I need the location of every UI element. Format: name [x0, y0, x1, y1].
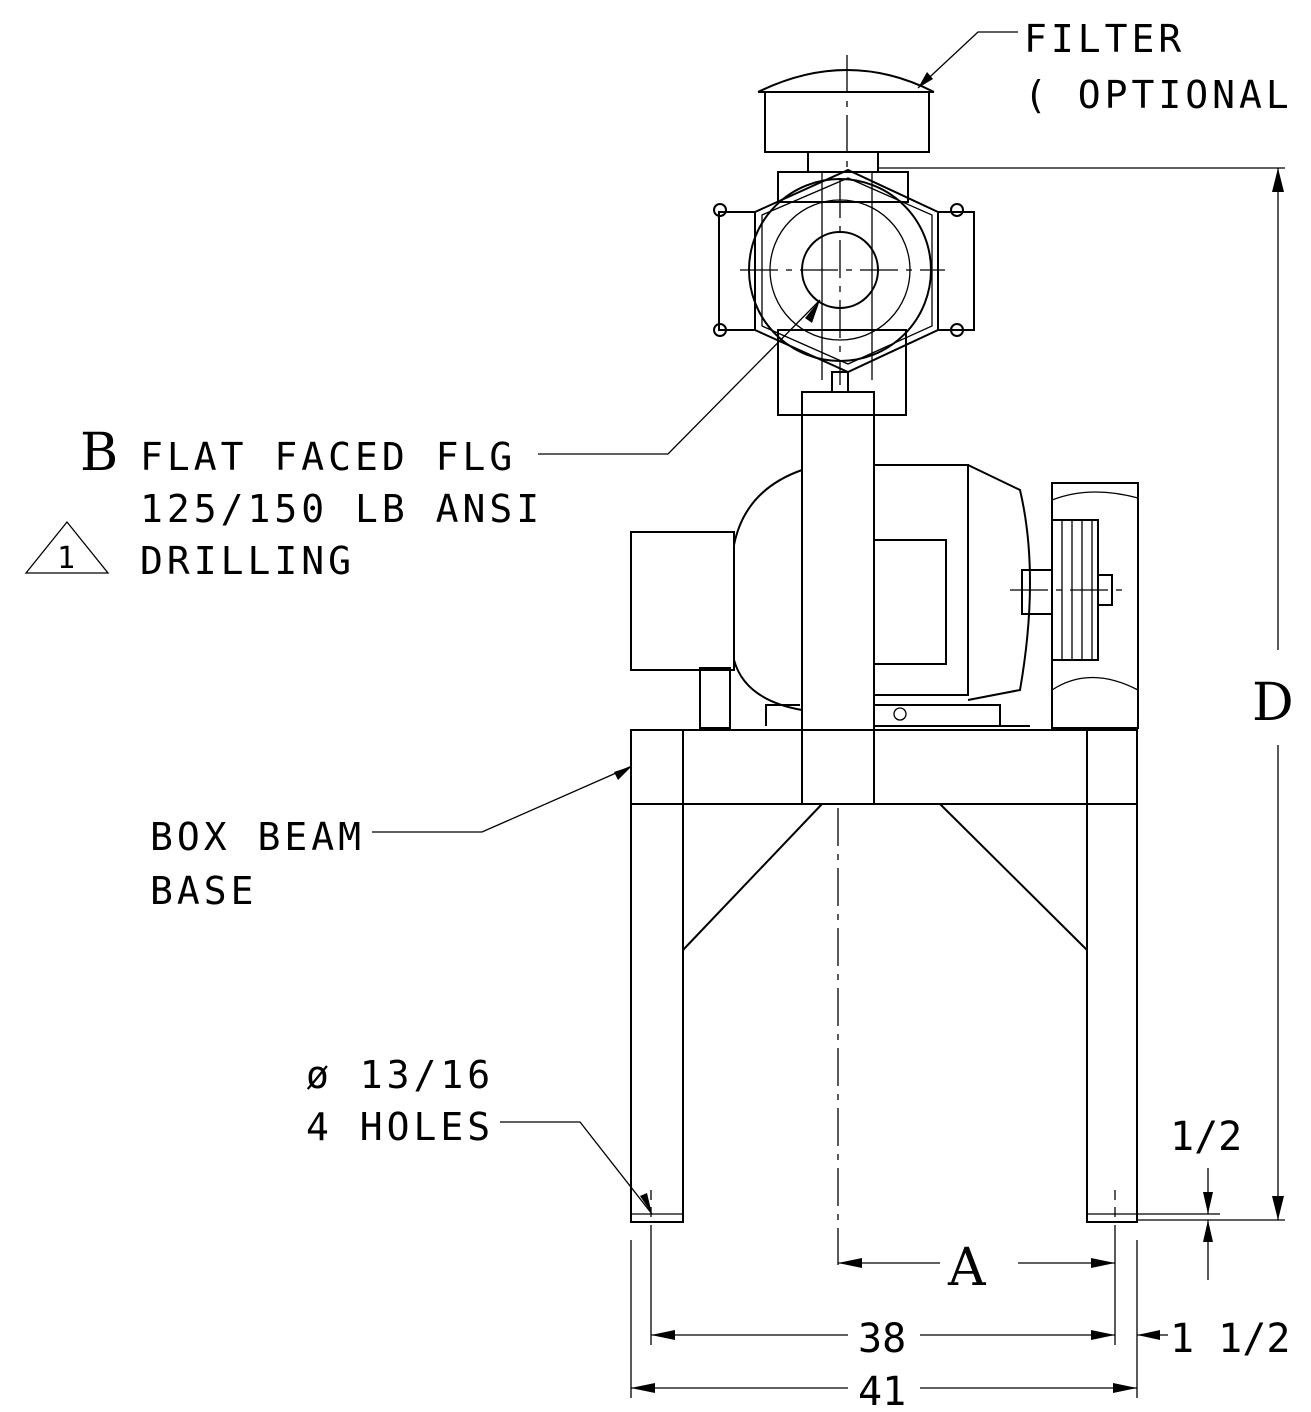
holes-label-line1: ø 13/16 — [306, 1053, 494, 1097]
filter-label-line2: ( OPTIONAL ) — [1024, 73, 1311, 117]
flange-label-line3: DRILLING — [140, 539, 355, 583]
base-label-line2: BASE — [150, 869, 258, 913]
base-label-line1: BOX BEAM — [150, 815, 365, 859]
filter — [757, 55, 935, 173]
leaders — [372, 31, 1018, 1215]
blower-head — [713, 168, 975, 416]
box-beam-base — [630, 729, 1138, 1265]
dimension-a: A — [947, 1238, 987, 1298]
revision-triangle-icon — [24, 520, 110, 574]
flange-label-line2: 125/150 LB ANSI — [140, 487, 543, 531]
revision-number: 1 — [57, 541, 79, 576]
dimension-38: 38 — [858, 1316, 906, 1362]
dimension-d: D — [1252, 673, 1294, 733]
flange-label-line1: FLAT FACED FLG — [140, 435, 516, 479]
holes-label-line2: 4 HOLES — [306, 1105, 494, 1149]
motor — [630, 464, 1139, 729]
dimension-edge-offset: 1 1/2 — [1170, 1316, 1290, 1362]
filter-label-line1: FILTER — [1024, 17, 1185, 61]
discharge-pipe — [801, 391, 875, 805]
dimension-41: 41 — [858, 1369, 906, 1412]
flange-letter: B — [80, 423, 118, 483]
dimension-lines — [630, 167, 1285, 1398]
dimension-foot-height: 1/2 — [1170, 1114, 1242, 1160]
